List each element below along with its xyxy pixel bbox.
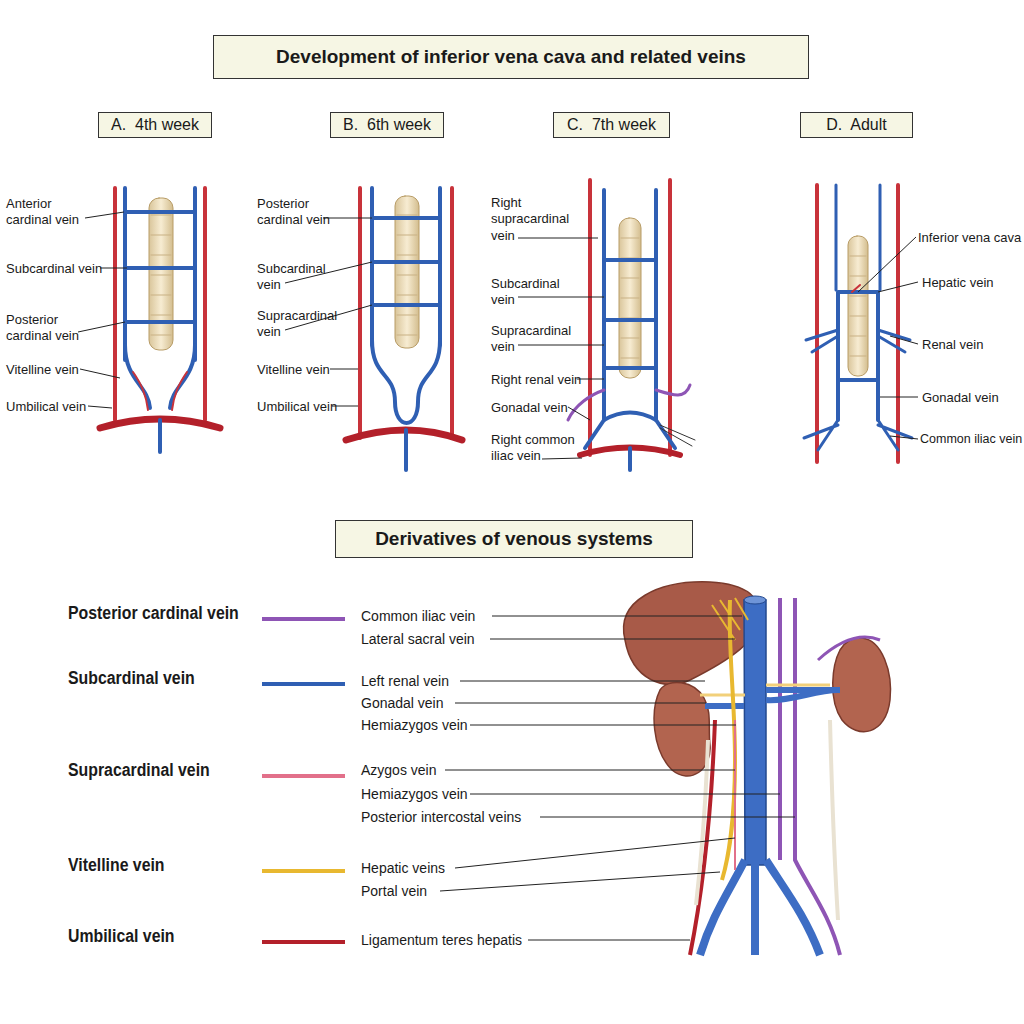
node-text: D. Adult: [826, 116, 886, 134]
node-text: A. 4th week: [111, 116, 199, 134]
vein-label: Gonadal vein: [491, 400, 591, 416]
vein-label: Ligamentum teres hepatis: [361, 932, 541, 950]
legend-text: Posterior cardinal vein: [68, 603, 239, 624]
vein-label: Subcardinal vein: [491, 276, 566, 309]
node-text: Derivatives of venous systems: [375, 528, 653, 550]
vein-label: Hemiazygos vein: [361, 717, 501, 735]
panel-label-box: C. 7th week: [553, 112, 670, 138]
vein-label: Common iliac vein: [361, 608, 501, 626]
panel-a-drawing: [100, 188, 220, 452]
vein-label: Portal vein: [361, 883, 501, 901]
vein-label: Posterior cardinal vein: [6, 312, 91, 345]
vein-label: Anterior cardinal vein: [6, 196, 91, 229]
panel-b-drawing: [346, 188, 462, 470]
leader-lines: [440, 616, 795, 940]
title-text: Development of inferior vena cava and re…: [276, 46, 746, 68]
vein-label: Posterior cardinal vein: [257, 196, 342, 229]
title-box: Development of inferior vena cava and re…: [213, 35, 809, 79]
legend-swatch: [262, 869, 345, 873]
vein-label: Right common iliac vein: [491, 432, 583, 465]
vein-label: Umbilical vein: [6, 399, 106, 415]
panel-label-box: A. 4th week: [98, 112, 212, 138]
adult-venous-illustration: [624, 582, 891, 955]
vein-label: Lateral sacral vein: [361, 631, 501, 649]
panel-label-box: B. 6th week: [330, 112, 444, 138]
legend-swatch: [262, 774, 345, 778]
legend-text: Subcardinal vein: [68, 668, 195, 689]
section-heading-box: Derivatives of venous systems: [335, 520, 693, 558]
vein-label: Hepatic veins: [361, 860, 501, 878]
legend-text: Supracardinal vein: [68, 760, 210, 781]
legend-swatch: [262, 617, 345, 621]
vein-label: Supracardinal vein: [257, 308, 347, 341]
vein-label: Subcardinal vein: [257, 261, 327, 294]
vein-label: Left renal vein: [361, 673, 501, 691]
node-text: B. 6th week: [343, 116, 431, 134]
vein-label: Hepatic vein: [922, 275, 1022, 291]
vein-label: Right renal vein: [491, 372, 601, 388]
vein-label: Posterior intercostal veins: [361, 809, 551, 827]
vein-label: Subcardinal vein: [6, 261, 116, 277]
vein-label: Gonadal vein: [361, 695, 501, 713]
vein-label: Right supracardinal vein: [491, 195, 581, 244]
leader-lines: [78, 212, 918, 459]
panel-label-box: D. Adult: [800, 112, 913, 138]
vein-label: Gonadal vein: [922, 390, 1022, 406]
legend-swatch: [262, 940, 345, 944]
panel-c-drawing: [568, 180, 695, 470]
vein-label: Azygos vein: [361, 762, 501, 780]
legend-text: Umbilical vein: [68, 926, 175, 947]
panel-d-drawing: [804, 185, 912, 462]
legend-text: Vitelline vein: [68, 855, 165, 876]
node-text: C. 7th week: [567, 116, 656, 134]
vein-label: Inferior vena cava: [918, 230, 1024, 246]
vein-label: Hemiazygos vein: [361, 786, 501, 804]
vein-label: Vitelline vein: [257, 362, 357, 378]
vein-label: Umbilical vein: [257, 399, 357, 415]
legend-swatch: [262, 682, 345, 686]
vein-label: Vitelline vein: [6, 362, 106, 378]
vein-label: Renal vein: [922, 337, 1022, 353]
vein-label: Common iliac vein: [920, 432, 1024, 448]
vein-label: Supracardinal vein: [491, 323, 581, 356]
